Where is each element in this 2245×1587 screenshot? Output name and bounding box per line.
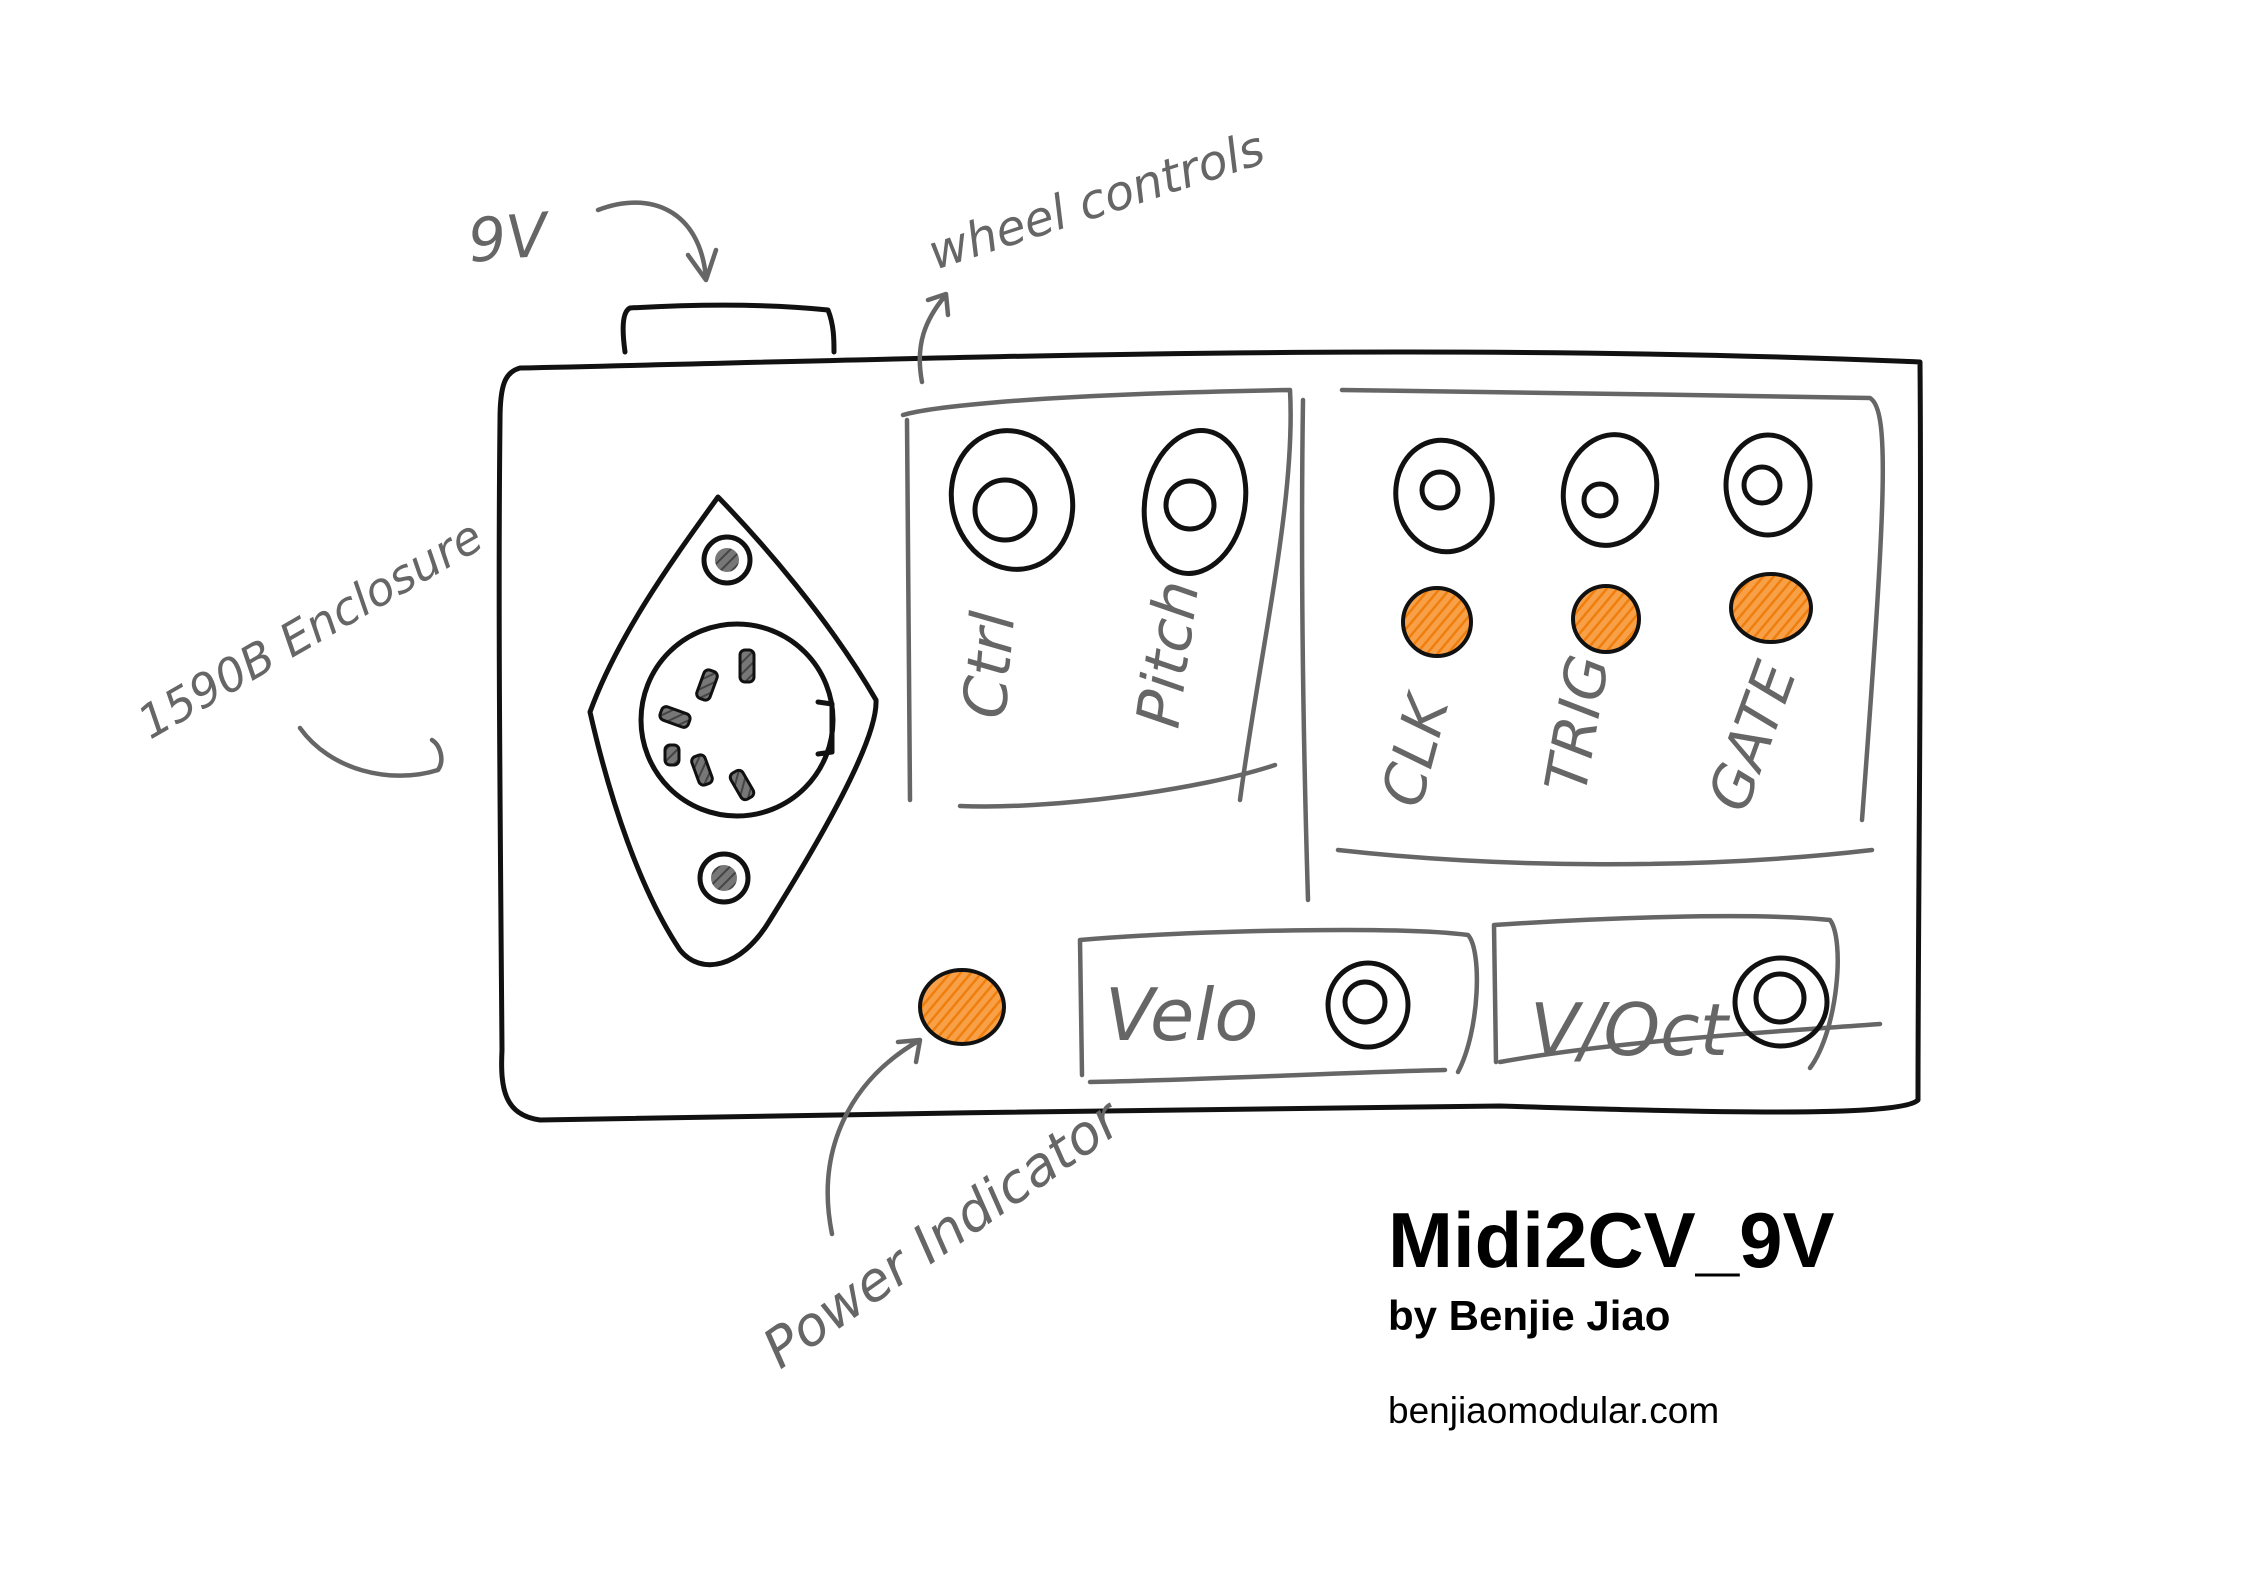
arrow-icon	[825, 1037, 923, 1237]
trig-jack[interactable]	[1551, 424, 1669, 556]
power-led	[918, 968, 1006, 1046]
enclosure-outline	[496, 349, 1924, 1123]
battery-outline	[620, 302, 837, 355]
clk-jack[interactable]	[1387, 433, 1501, 560]
wheel-controls-label: wheel controls	[921, 120, 1271, 281]
output-section-box	[1335, 387, 1886, 867]
gate-led	[1729, 572, 1813, 644]
velo-jack[interactable]	[1325, 960, 1411, 1050]
clk-label: CLK	[1368, 685, 1463, 813]
gate-label: GATE	[1694, 653, 1810, 820]
website-link[interactable]: benjiaomodular.com	[1388, 1390, 1720, 1431]
pitch-label: Pitch	[1124, 576, 1214, 732]
clk-led	[1401, 586, 1473, 658]
project-title: Midi2CV_9V	[1388, 1196, 1835, 1284]
power-indicator-label: Power Indicator	[751, 1086, 1134, 1381]
arrow-icon	[595, 200, 719, 283]
voct-label: V/Oct	[1530, 988, 1731, 1072]
arrow-icon	[917, 291, 951, 385]
midi-din-connector	[587, 494, 879, 968]
pitch-jack[interactable]	[1133, 422, 1256, 581]
voct-jack[interactable]	[1732, 955, 1830, 1049]
trig-label: TRIG	[1532, 650, 1623, 797]
gate-jack[interactable]	[1723, 432, 1813, 538]
power-supply-label: 9V	[465, 200, 554, 277]
ctrl-label: Ctrl	[950, 609, 1029, 722]
velo-box	[1077, 927, 1480, 1085]
wheel-section-box	[900, 387, 1293, 809]
author-credit: by Benjie Jiao	[1388, 1292, 1671, 1339]
velo-label: Velo	[1105, 973, 1258, 1057]
section-divider	[1299, 397, 1311, 903]
arrow-icon	[297, 725, 444, 778]
ctrl-jack[interactable]	[936, 417, 1088, 583]
trig-led	[1571, 584, 1641, 654]
voct-box	[1491, 913, 1883, 1071]
enclosure-label: 1590B Enclosure	[129, 509, 492, 750]
